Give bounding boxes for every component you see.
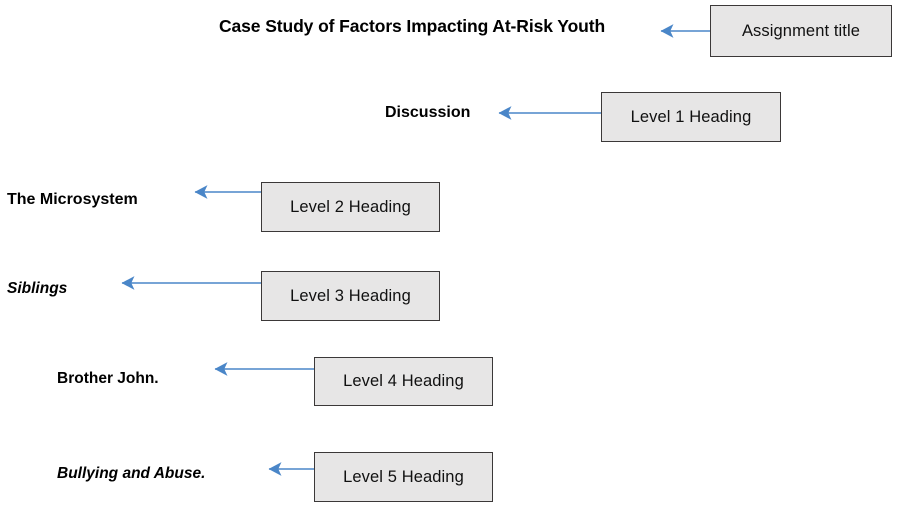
heading-sample-level-1: Discussion bbox=[385, 104, 471, 121]
heading-sample-level-5: Bullying and Abuse. bbox=[57, 465, 206, 482]
callout-label: Level 5 Heading bbox=[343, 467, 464, 486]
heading-sample-assignment-title: Case Study of Factors Impacting At-Risk … bbox=[219, 16, 606, 36]
callout-label: Level 2 Heading bbox=[290, 197, 411, 216]
heading-sample-level-4: Brother John. bbox=[57, 370, 159, 387]
callout-box-level-2: Level 2 Heading bbox=[261, 182, 440, 232]
callout-box-level-5: Level 5 Heading bbox=[314, 452, 493, 502]
heading-sample-level-3: Siblings bbox=[7, 280, 68, 297]
callout-label: Level 3 Heading bbox=[290, 286, 411, 305]
callout-box-level-3: Level 3 Heading bbox=[261, 271, 440, 321]
callout-label: Level 1 Heading bbox=[630, 107, 752, 126]
callout-label: Level 4 Heading bbox=[343, 372, 464, 390]
callout-box-level-1: Level 1 Heading bbox=[601, 92, 781, 142]
callout-box-level-4: Level 4 Heading bbox=[314, 357, 493, 406]
callout-label: Assignment title bbox=[741, 21, 861, 40]
callout-box-assignment-title: Assignment title bbox=[710, 5, 892, 57]
heading-sample-level-2: The Microsystem bbox=[7, 191, 138, 208]
